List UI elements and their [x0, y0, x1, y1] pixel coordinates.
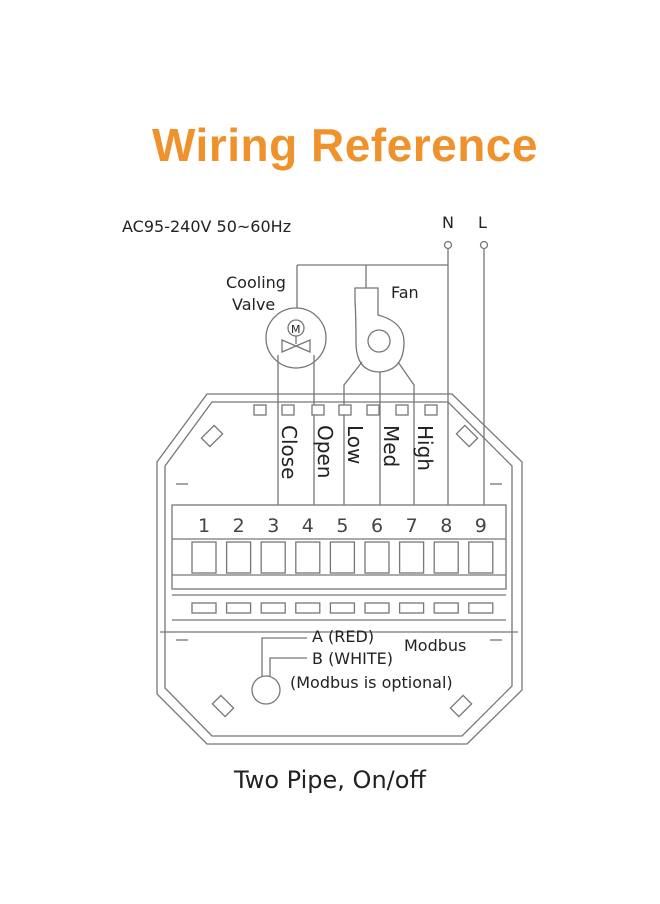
modbus-connector [251, 637, 307, 705]
power-supply-label: AC95-240V 50~60Hz [122, 217, 291, 236]
terminal-screw [468, 541, 494, 574]
top-slots [253, 404, 438, 416]
cooling-valve-label-1: Cooling [226, 273, 286, 292]
live-label: L [478, 213, 487, 232]
terminal-screw [433, 541, 459, 574]
neutral-label: N [442, 213, 454, 232]
terminal-number: 2 [233, 515, 245, 537]
modbus-optional-note: (Modbus is optional) [290, 673, 453, 692]
terminal-tab [398, 602, 425, 614]
modbus-a-label: A (RED) [312, 627, 374, 646]
wire-label-high: High [413, 425, 437, 471]
wire-label-low: Low [343, 425, 367, 464]
terminal-tab [191, 602, 217, 614]
terminal-screw [295, 541, 321, 574]
terminal-tab [260, 602, 286, 614]
terminal-number: 9 [475, 515, 487, 537]
terminal-screw [260, 541, 286, 574]
terminal-screw [329, 541, 356, 574]
terminal-tab [295, 602, 321, 614]
terminal-tab [329, 602, 356, 614]
fan-label: Fan [391, 283, 419, 302]
fan-icon [343, 287, 415, 505]
wire-label-close: Close [277, 425, 301, 479]
modbus-label: Modbus [404, 636, 466, 655]
terminal-screw [398, 541, 425, 574]
diagram-caption: Two Pipe, On/off [234, 766, 426, 794]
wire-label-open: Open [313, 425, 337, 478]
terminal-number: 4 [302, 515, 314, 537]
live-terminal-icon [479, 240, 489, 250]
page-title: Wiring Reference [152, 119, 538, 171]
terminal-tab [468, 602, 494, 614]
modbus-b-label: B (WHITE) [312, 649, 393, 668]
thermostat-body [156, 393, 523, 745]
terminal-number: 5 [336, 515, 348, 537]
cooling-valve-label-2: Valve [232, 295, 275, 314]
terminal-screw [364, 541, 390, 574]
terminal-tab [364, 602, 390, 614]
cooling-valve-icon: M [265, 307, 327, 505]
terminal-tab [225, 602, 252, 614]
terminal-number: 8 [440, 515, 452, 537]
terminal-tab [433, 602, 459, 614]
wire-label-med: Med [379, 425, 403, 467]
modbus-port-icon [251, 675, 281, 705]
terminal-number: 7 [406, 515, 418, 537]
neutral-terminal-icon [443, 240, 453, 250]
terminal-screw [191, 541, 217, 574]
terminal-number: 6 [371, 515, 383, 537]
terminal-screw [225, 541, 252, 574]
bus-wires [296, 249, 485, 505]
terminal-number: 3 [267, 515, 279, 537]
terminal-number: 1 [198, 515, 210, 537]
valve-motor-label: M [291, 323, 301, 336]
